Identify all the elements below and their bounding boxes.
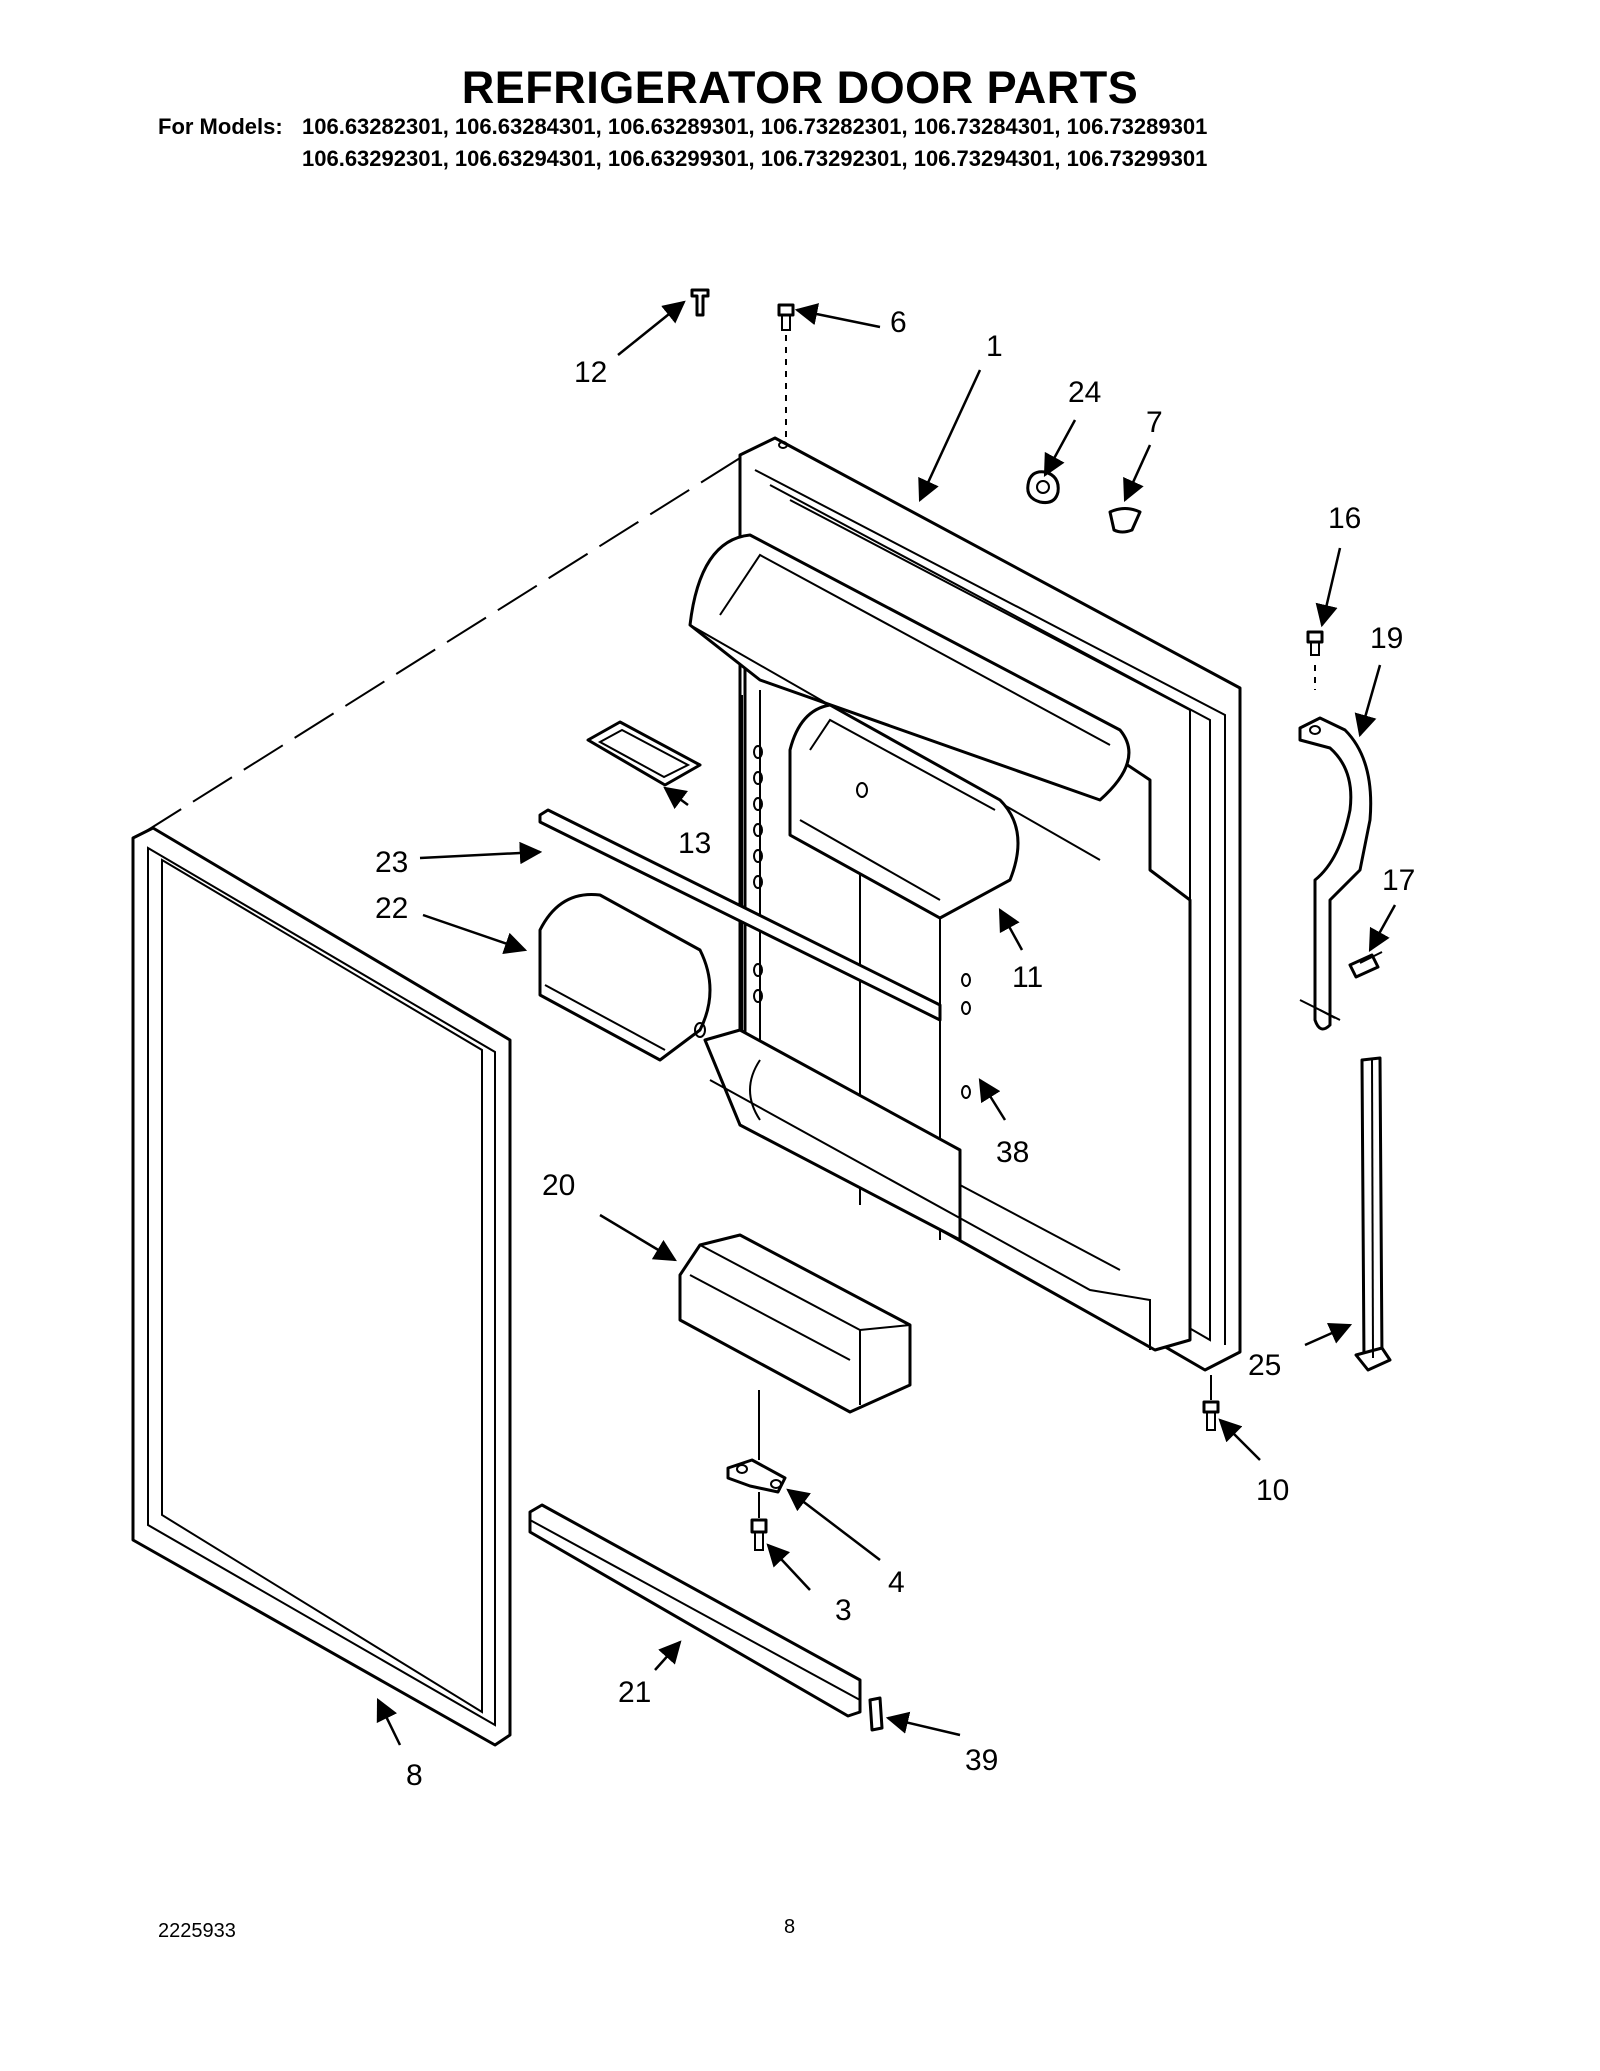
plug-part-12 — [690, 288, 710, 317]
shelf-rail-part-23 — [538, 808, 942, 1022]
callout-10: 10 — [1256, 1474, 1289, 1507]
plug-part-7 — [1108, 507, 1142, 534]
models-list-line-1: 106.63282301, 106.63284301, 106.63289301… — [302, 114, 1208, 139]
callout-8: 8 — [406, 1759, 423, 1792]
callout-21: 21 — [618, 1676, 651, 1709]
callout-4: 4 — [888, 1566, 905, 1599]
cam-part-24 — [1026, 470, 1060, 504]
door-handle-part-19 — [1298, 716, 1373, 1031]
page-title: REFRIGERATOR DOOR PARTS — [461, 62, 1139, 113]
callout-arrows — [376, 300, 1397, 1746]
models-list-line-2: 106.63292301, 106.63294301, 106.63299301… — [302, 146, 1208, 171]
dairy-bin-part-11 — [788, 703, 1020, 920]
callout-22: 22 — [375, 892, 408, 925]
bottle-bin-part-20 — [678, 1233, 912, 1414]
models-label: For Models: — [158, 114, 283, 139]
callout-24: 24 — [1068, 376, 1101, 409]
hinge-screw-part-3 — [750, 1518, 768, 1551]
screw-part-17 — [1348, 951, 1383, 979]
callout-7: 7 — [1146, 406, 1163, 439]
callout-11: 11 — [1012, 961, 1043, 994]
bottom-hinge-part-4 — [726, 1458, 787, 1494]
callout-13: 13 — [678, 827, 711, 860]
callout-1: 1 — [986, 330, 1003, 363]
callout-3: 3 — [835, 1594, 852, 1627]
callout-labels: 1 3 4 6 7 8 10 11 12 13 16 17 19 20 21 2… — [375, 306, 1415, 1792]
screw-part-6 — [777, 303, 795, 440]
callout-17: 17 — [1382, 864, 1415, 897]
screw-part-16 — [1306, 630, 1324, 690]
clip-part-39 — [868, 1696, 884, 1732]
trim-strip-part-25 — [1354, 1056, 1392, 1372]
door-panel-part-1 — [688, 436, 1242, 1372]
callout-6: 6 — [890, 306, 907, 339]
tray-part-13 — [586, 720, 702, 787]
callout-39: 39 — [965, 1744, 998, 1777]
callout-20: 20 — [542, 1169, 575, 1202]
callout-16: 16 — [1328, 502, 1361, 535]
door-gasket-part-8 — [131, 826, 512, 1747]
callout-12: 12 — [574, 356, 607, 389]
callout-38: 38 — [996, 1136, 1029, 1169]
handle-axis-line — [1299, 999, 1341, 1021]
butter-compartment-part-22 — [538, 892, 712, 1062]
callout-25: 25 — [1248, 1349, 1281, 1382]
callout-23: 23 — [375, 846, 408, 879]
callout-19: 19 — [1370, 622, 1403, 655]
door-rail-part-21 — [528, 1503, 862, 1718]
document-number: 2225933 — [158, 1920, 236, 1942]
page-number: 8 — [784, 1916, 796, 1938]
screw-part-10 — [1202, 1375, 1220, 1431]
